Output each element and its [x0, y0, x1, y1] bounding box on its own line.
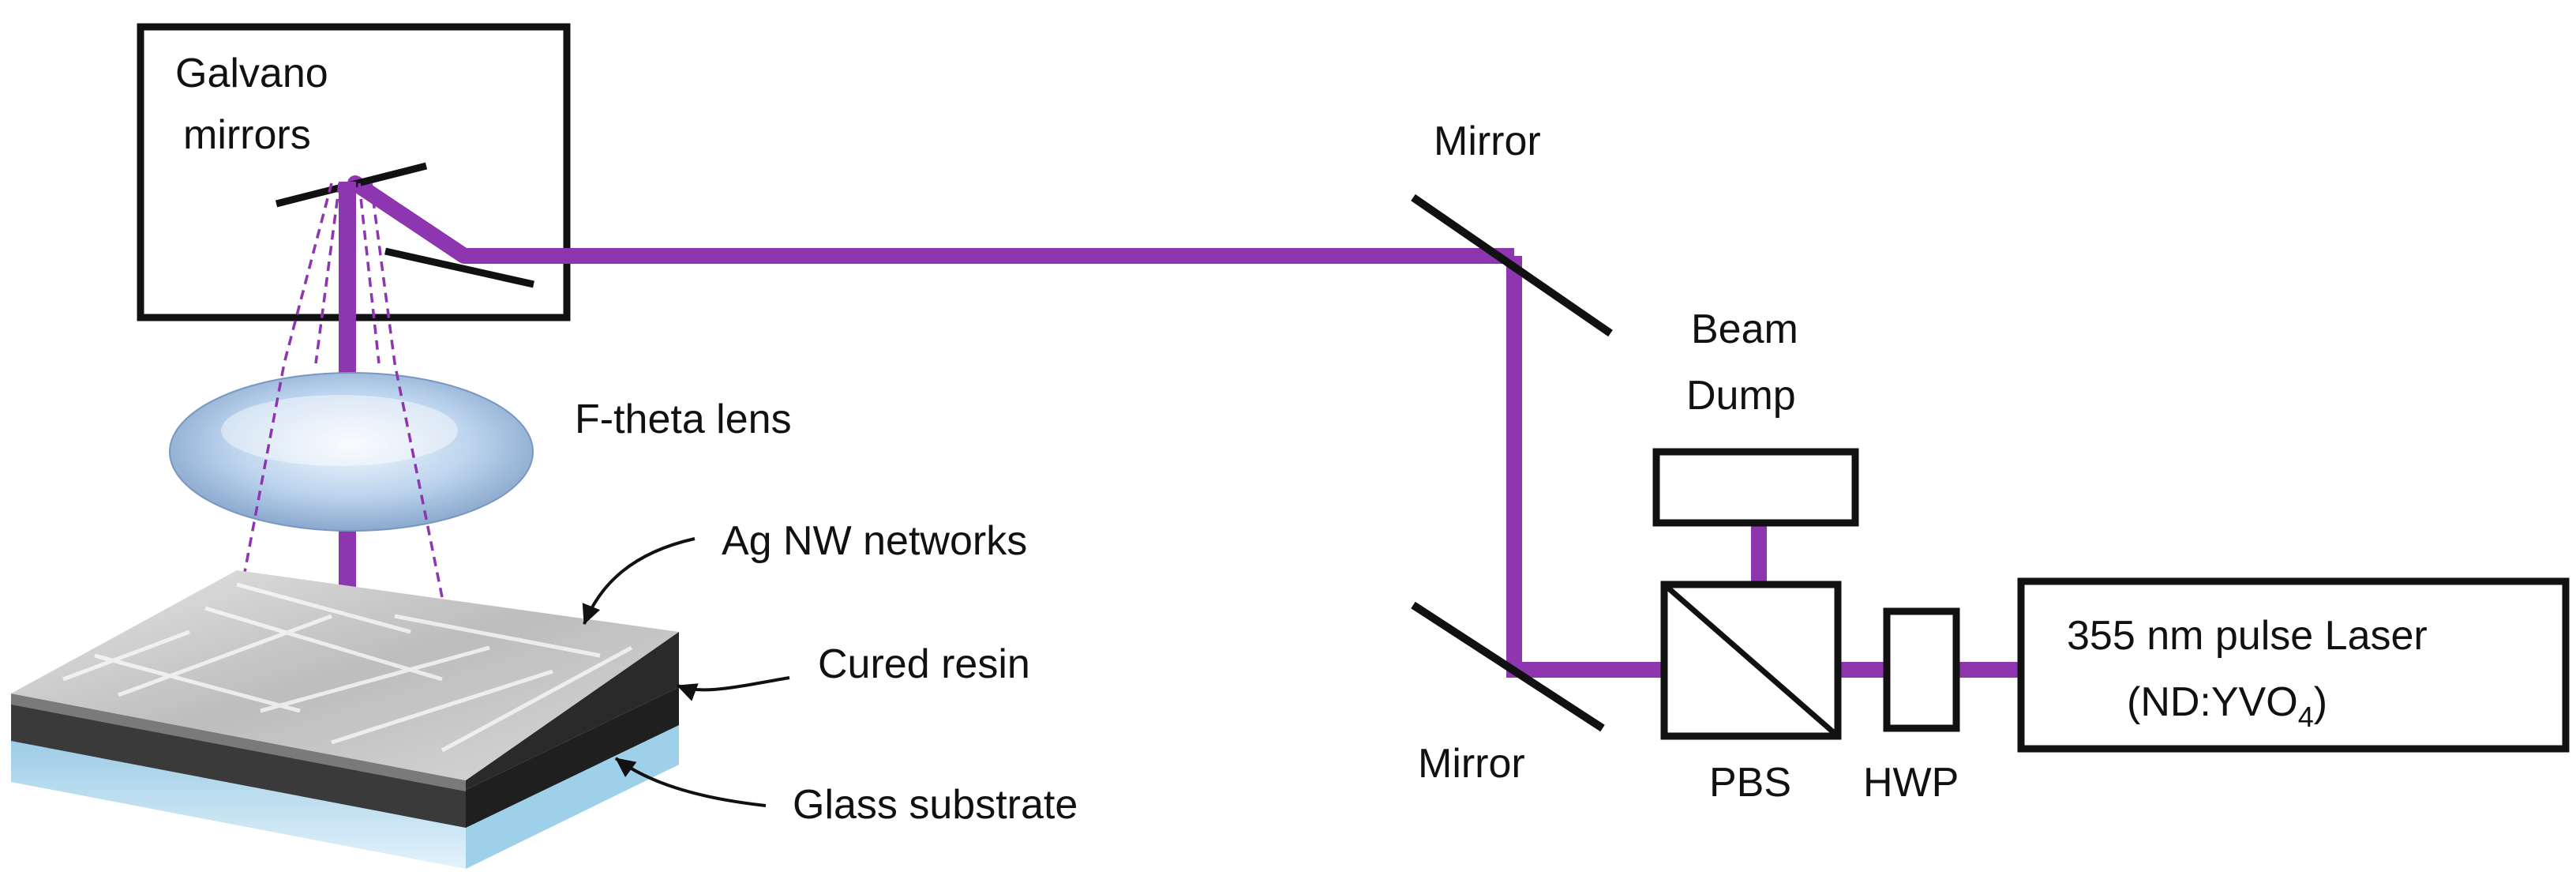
- glass-substrate-label: Glass substrate: [793, 782, 1078, 828]
- ag-nw-label: Ag NW networks: [722, 518, 1027, 564]
- beam-galvano-internal: [347, 175, 472, 264]
- hwp-box: [1883, 607, 1960, 732]
- scan-beam-left: [229, 182, 333, 656]
- glass-substrate-pointer: [614, 757, 767, 807]
- ag-nw-pointer: [582, 537, 696, 625]
- cured-resin-label: Cured resin: [818, 641, 1030, 687]
- ag-nw-texture: [62, 582, 633, 753]
- f-theta-lens-label: F-theta lens: [575, 397, 792, 442]
- laser-label-line2: (ND:YVO4): [2127, 679, 2327, 733]
- beam-dump-label-line2: Dump: [1686, 373, 1796, 419]
- laser-label-prefix: (ND:YVO: [2127, 679, 2298, 725]
- laser-box: [2017, 577, 2570, 753]
- cured-resin-side: [466, 687, 679, 828]
- pbs-diagonal: [1662, 582, 1840, 739]
- mirror-top: [1411, 194, 1613, 337]
- cured-resin-pointer: [677, 676, 790, 701]
- scan-beam-right: [369, 182, 454, 656]
- galvano-mirror-2: [384, 247, 534, 288]
- laser-label-line1: 355 nm pulse Laser: [2067, 613, 2428, 659]
- laser-label-suffix: ): [2314, 679, 2327, 725]
- mirror-bottom: [1411, 601, 1605, 732]
- scan-beam-right-inner: [358, 182, 381, 364]
- beam-dump-label-line1: Beam: [1691, 306, 1798, 352]
- glass-substrate-front: [11, 739, 466, 869]
- mirror-bottom-label: Mirror: [1418, 741, 1525, 787]
- scan-beam-left-inner: [314, 182, 341, 364]
- beam-dump-box: [1652, 448, 1859, 527]
- resin-edge-front: [11, 693, 466, 791]
- f-theta-lens-highlight: [221, 395, 458, 466]
- mirror-top-label: Mirror: [1434, 118, 1541, 164]
- cured-resin-front: [11, 703, 466, 828]
- pbs-label: PBS: [1709, 760, 1791, 806]
- scan-beams: [229, 182, 454, 656]
- hwp-label: HWP: [1863, 760, 1959, 806]
- laser-label-subscript: 4: [2298, 701, 2314, 733]
- galvano-label-line2: mirrors: [183, 112, 311, 158]
- galvano-label-line1: Galvano: [175, 51, 328, 96]
- ag-nw-side-edge: [466, 632, 679, 790]
- ag-nw-surface: [11, 570, 679, 780]
